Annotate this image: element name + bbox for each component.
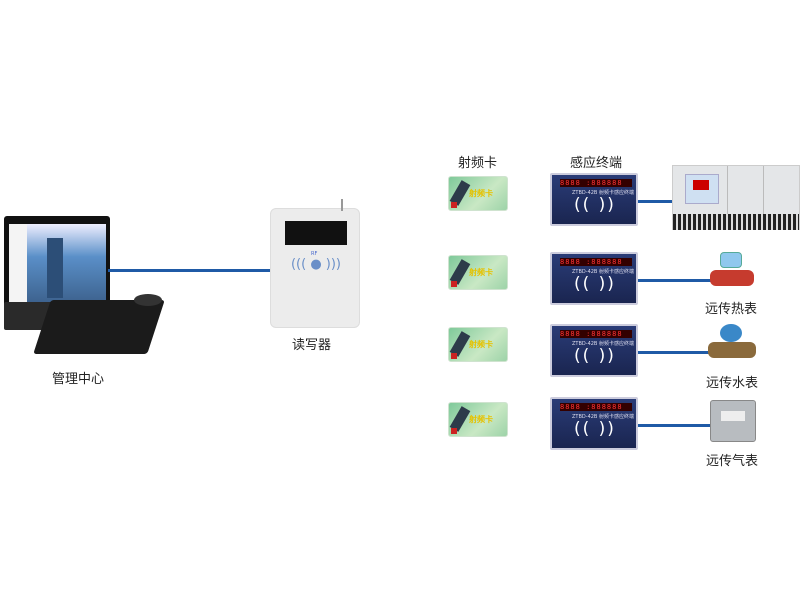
heat-meter — [710, 252, 754, 294]
cabinet-display — [693, 180, 709, 190]
card-logo — [451, 353, 457, 359]
rf-waves-icon: ((( ● ))) — [290, 257, 342, 272]
card-logo — [451, 428, 457, 434]
controller-cabinet — [672, 165, 800, 230]
card-reader: ((( ● ))) RF — [270, 199, 360, 328]
terminal-controller-cabinet-connector — [638, 200, 672, 203]
rf-waves-icon: (( )) — [574, 195, 616, 215]
terminal-water-meter-connector — [638, 351, 712, 354]
heat-meter-label: 远传热表 — [705, 302, 758, 317]
computer-reader-connector — [108, 269, 272, 272]
terminal-model: ZTBD-42B 射频卡感应终端 — [572, 341, 634, 347]
rf-waves-icon: (( )) — [574, 346, 616, 366]
card-text: 射频卡 — [469, 189, 493, 198]
terminal-display: 8888 :888888 — [560, 403, 632, 411]
card-logo — [451, 281, 457, 287]
terminal-display: 8888 :888888 — [560, 330, 632, 338]
rf-waves-icon: (( )) — [574, 419, 616, 439]
terminal-block — [673, 214, 799, 230]
rf-card: 射频卡 — [448, 176, 508, 211]
gas-meter-label: 远传气表 — [706, 454, 759, 469]
reader-rf-mark: RF — [311, 251, 318, 257]
terminal-display: 8888 :888888 — [560, 258, 632, 266]
terminal-model: ZTBD-42B 射频卡感应终端 — [572, 414, 634, 420]
mouse — [134, 294, 162, 306]
terminal-model: ZTBD-42B 射频卡感应终端 — [572, 269, 634, 275]
terminal-gas-meter-connector — [638, 424, 712, 427]
rf-card-header: 射频卡 — [458, 156, 498, 171]
card-logo — [451, 202, 457, 208]
management-computer — [4, 216, 165, 356]
rf-card: 射频卡 — [448, 327, 508, 362]
gas-meter — [710, 400, 756, 442]
rf-card: 射频卡 — [448, 402, 508, 437]
reader-antenna — [341, 199, 343, 211]
keyboard — [33, 300, 165, 354]
terminal-heat-meter-connector — [638, 279, 712, 282]
card-text: 射频卡 — [469, 415, 493, 424]
card-text: 射频卡 — [469, 340, 493, 349]
card-text: 射频卡 — [469, 268, 493, 277]
terminal-header: 感应终端 — [570, 156, 623, 171]
rf-card: 射频卡 — [448, 255, 508, 290]
terminal-display: 8888 :888888 — [560, 179, 632, 187]
management-center-label: 管理中心 — [52, 372, 105, 387]
water-meter — [708, 324, 756, 368]
terminal-model: ZTBD-42B 射频卡感应终端 — [572, 190, 634, 196]
reader-label: 读写器 — [292, 338, 332, 353]
monitor-screen — [9, 224, 106, 306]
monitor — [4, 216, 110, 314]
reader-display — [285, 221, 347, 245]
rf-waves-icon: (( )) — [574, 274, 616, 294]
water-meter-label: 远传水表 — [706, 376, 759, 391]
